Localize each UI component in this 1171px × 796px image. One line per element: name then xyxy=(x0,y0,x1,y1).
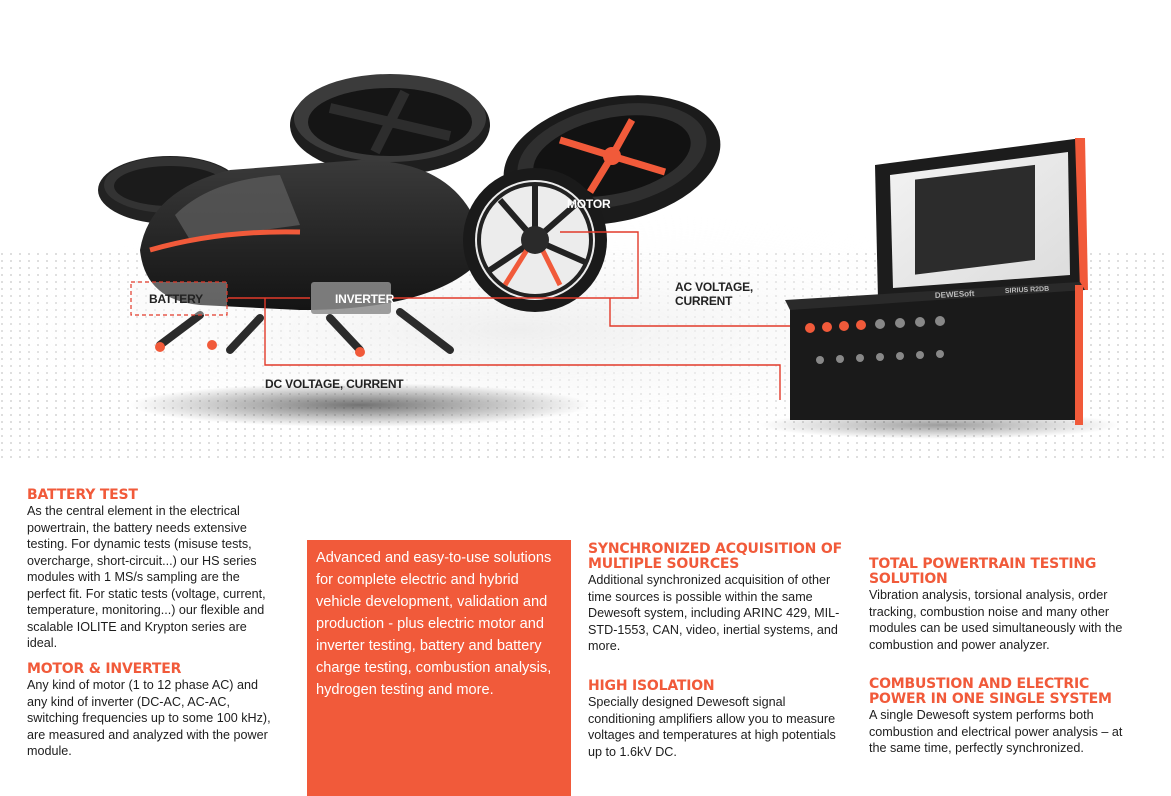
combustion-section: COMBUSTION AND ELECTRIC POWER IN ONE SIN… xyxy=(869,677,1131,757)
combustion-body: A single Dewesoft system performs both c… xyxy=(869,708,1123,755)
isolation-title: HIGH ISOLATION xyxy=(588,678,715,694)
rotor-top xyxy=(290,74,490,175)
device-model: SIRIUS R2DB xyxy=(1005,286,1050,295)
promo-box: Advanced and easy-to-use solutions for c… xyxy=(307,540,571,796)
device-brand: DEWESoft xyxy=(935,289,975,300)
motor-label: MOTOR xyxy=(567,197,611,211)
isolation-body: Specially designed Dewesoft signal condi… xyxy=(588,695,836,759)
motor-title: MOTOR & INVERTER xyxy=(27,661,182,677)
hero-illustration: DEWESoft SIRIUS R2DB MOTOR BATTERY INVER… xyxy=(0,74,1171,460)
sync-body: Additional synchronized acquisition of o… xyxy=(588,573,840,653)
battery-box xyxy=(130,281,228,316)
dewesoft-device: DEWESoft SIRIUS R2DB xyxy=(785,138,1088,425)
hero-graphic: DEWESoft SIRIUS R2DB xyxy=(0,74,1171,460)
dc-voltage-label: DC VOLTAGE, CURRENT xyxy=(265,377,404,391)
motor-body: Any kind of motor (1 to 12 phase AC) and… xyxy=(27,678,271,758)
total-section: TOTAL POWERTRAIN TESTING SOLUTION Vibrat… xyxy=(869,557,1131,653)
battery-body: As the central element in the electrical… xyxy=(27,504,266,650)
total-title: TOTAL POWERTRAIN TESTING SOLUTION xyxy=(869,556,1097,587)
ac-voltage-label: AC VOLTAGE, CURRENT xyxy=(675,280,754,308)
sync-title: SYNCHRONIZED ACQUISITION OF MULTIPLE SOU… xyxy=(588,541,842,572)
promo-text: Advanced and easy-to-use solutions for c… xyxy=(316,550,552,698)
inverter-box xyxy=(311,282,391,314)
rotor-lower xyxy=(463,168,607,312)
battery-title: BATTERY TEST xyxy=(27,487,138,503)
motor-section: MOTOR & INVERTER Any kind of motor (1 to… xyxy=(27,662,277,760)
vehicle-shadow xyxy=(130,383,590,427)
battery-section: BATTERY TEST As the central element in t… xyxy=(27,488,277,652)
combustion-title: COMBUSTION AND ELECTRIC POWER IN ONE SIN… xyxy=(869,676,1112,707)
sync-section: SYNCHRONIZED ACQUISITION OF MULTIPLE SOU… xyxy=(588,542,843,655)
battery-label: BATTERY xyxy=(149,292,203,306)
isolation-section: HIGH ISOLATION Specially designed Deweso… xyxy=(588,679,843,760)
vehicle-body xyxy=(140,160,470,357)
inverter-label: INVERTER xyxy=(335,292,395,306)
callout-lines xyxy=(228,231,790,400)
total-body: Vibration analysis, torsional analysis, … xyxy=(869,588,1123,652)
